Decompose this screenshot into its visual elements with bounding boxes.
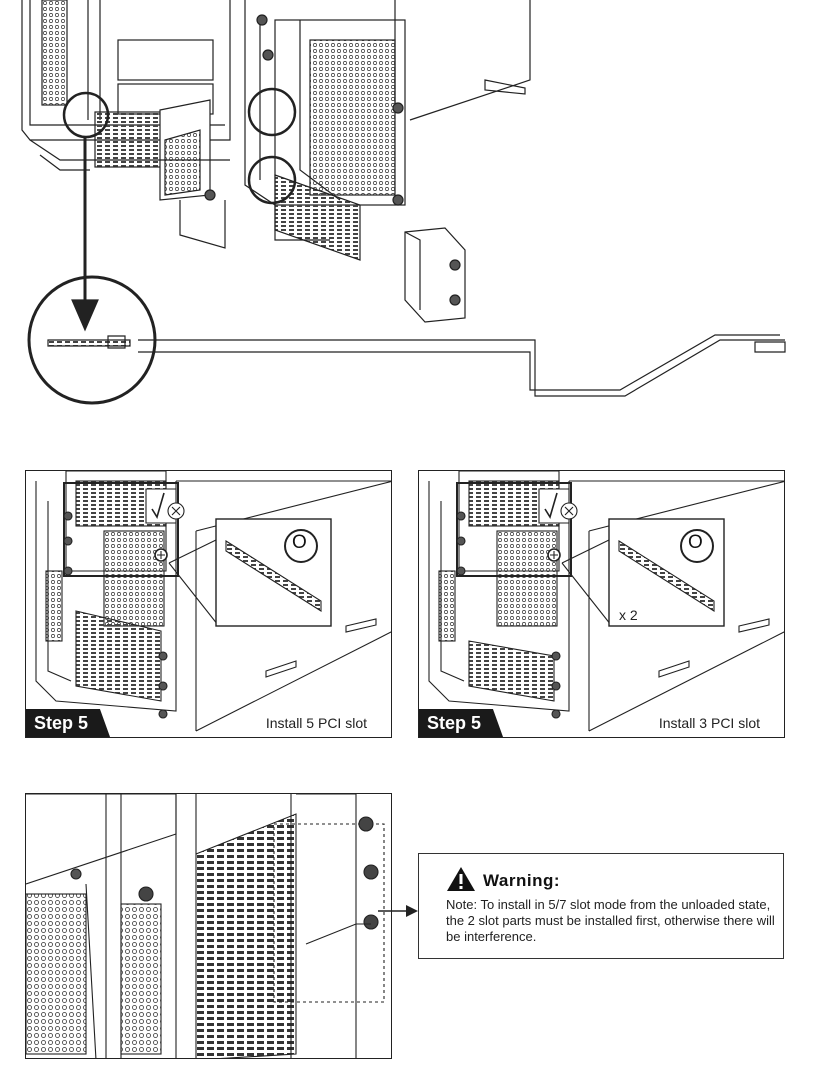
pointer-arrow [378, 905, 418, 917]
slot-detail-panel [25, 793, 392, 1059]
warning-title: Warning: [483, 871, 561, 890]
step-panel-2: O x 2 Step 5 Install 3 PCI slot [418, 470, 785, 738]
step-caption: Install 5 PCI slot [265, 715, 367, 731]
step-badge: Step 5 [419, 709, 504, 737]
warning-text: Note: To install in 5/7 slot mode from t… [446, 897, 775, 944]
top-case-illustration [21, 0, 786, 405]
step-caption: Install 3 PCI slot [658, 715, 760, 731]
quantity-label: x 2 [619, 607, 638, 623]
step-panel-1: O Step 5 Install 5 PCI slot [25, 470, 392, 738]
case-illustration-1 [35, 471, 391, 732]
case-illustration-2 [428, 471, 784, 732]
inset-symbol: O [688, 532, 703, 553]
warning-triangle-icon [447, 867, 475, 891]
warning-box: Warning: Note: To install in 5/7 slot mo… [418, 853, 784, 959]
slot-detail-illustration [26, 794, 385, 1058]
step-badge: Step 5 [26, 709, 111, 737]
inset-symbol: O [292, 532, 307, 553]
